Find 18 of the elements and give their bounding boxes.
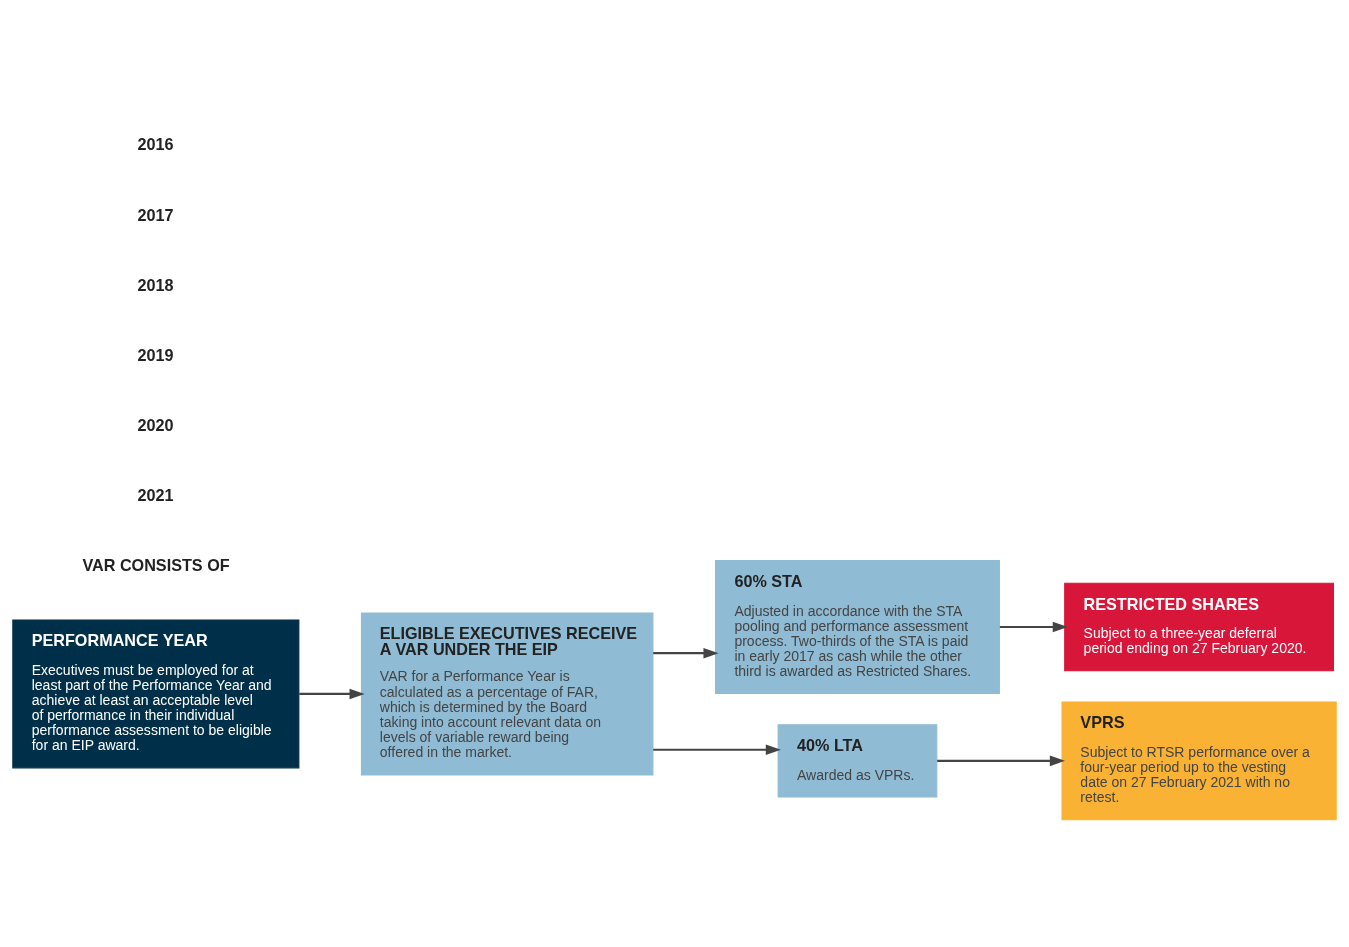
label: 2017 [137,205,174,224]
node-box: PERFORMANCE YEAR Executives must be employed for at least part of the Performance Year and achieve at least an acceptable level of performance in their individual performance assessment to be eligible for an EIP award. [12,618,300,768]
label: VAR CONSISTS OF [82,555,230,574]
node-box: VPRS Subject to RTSR performance over a four-year period up to the vesting date on 27 February 2021 with no retest. [1061,701,1337,820]
label: 2016 [137,134,174,153]
arrow [999,621,1068,632]
arrow [653,647,719,658]
node-box: RESTRICTED SHARES Subject to a three-year deferral period ending on 27 February 2020. [1064,582,1334,671]
label: 2018 [137,275,174,294]
arrow [653,744,781,755]
node-box: 60% STA Adjusted in accordance with the STA pooling and performance assessment process. Two-thirds of the STA is paid in early 2017 as cash while the other third is awarded as Restricted Shares. [715,559,1000,694]
arrow [937,755,1065,766]
label: 2020 [137,415,174,434]
arrow [299,688,365,699]
node-box: ELIGIBLE EXECUTIVES RECEIVE A VAR UNDER THE EIP VAR for a Performance Year is calculated as a percentage of FAR, which is determined by the Board taking into account relevant data on levels of variable reward being offered in the market. [360,611,654,775]
label: 2021 [137,485,174,504]
label: 2019 [137,345,174,364]
node-box: 40% LTA Awarded as VPRs. [777,723,938,798]
